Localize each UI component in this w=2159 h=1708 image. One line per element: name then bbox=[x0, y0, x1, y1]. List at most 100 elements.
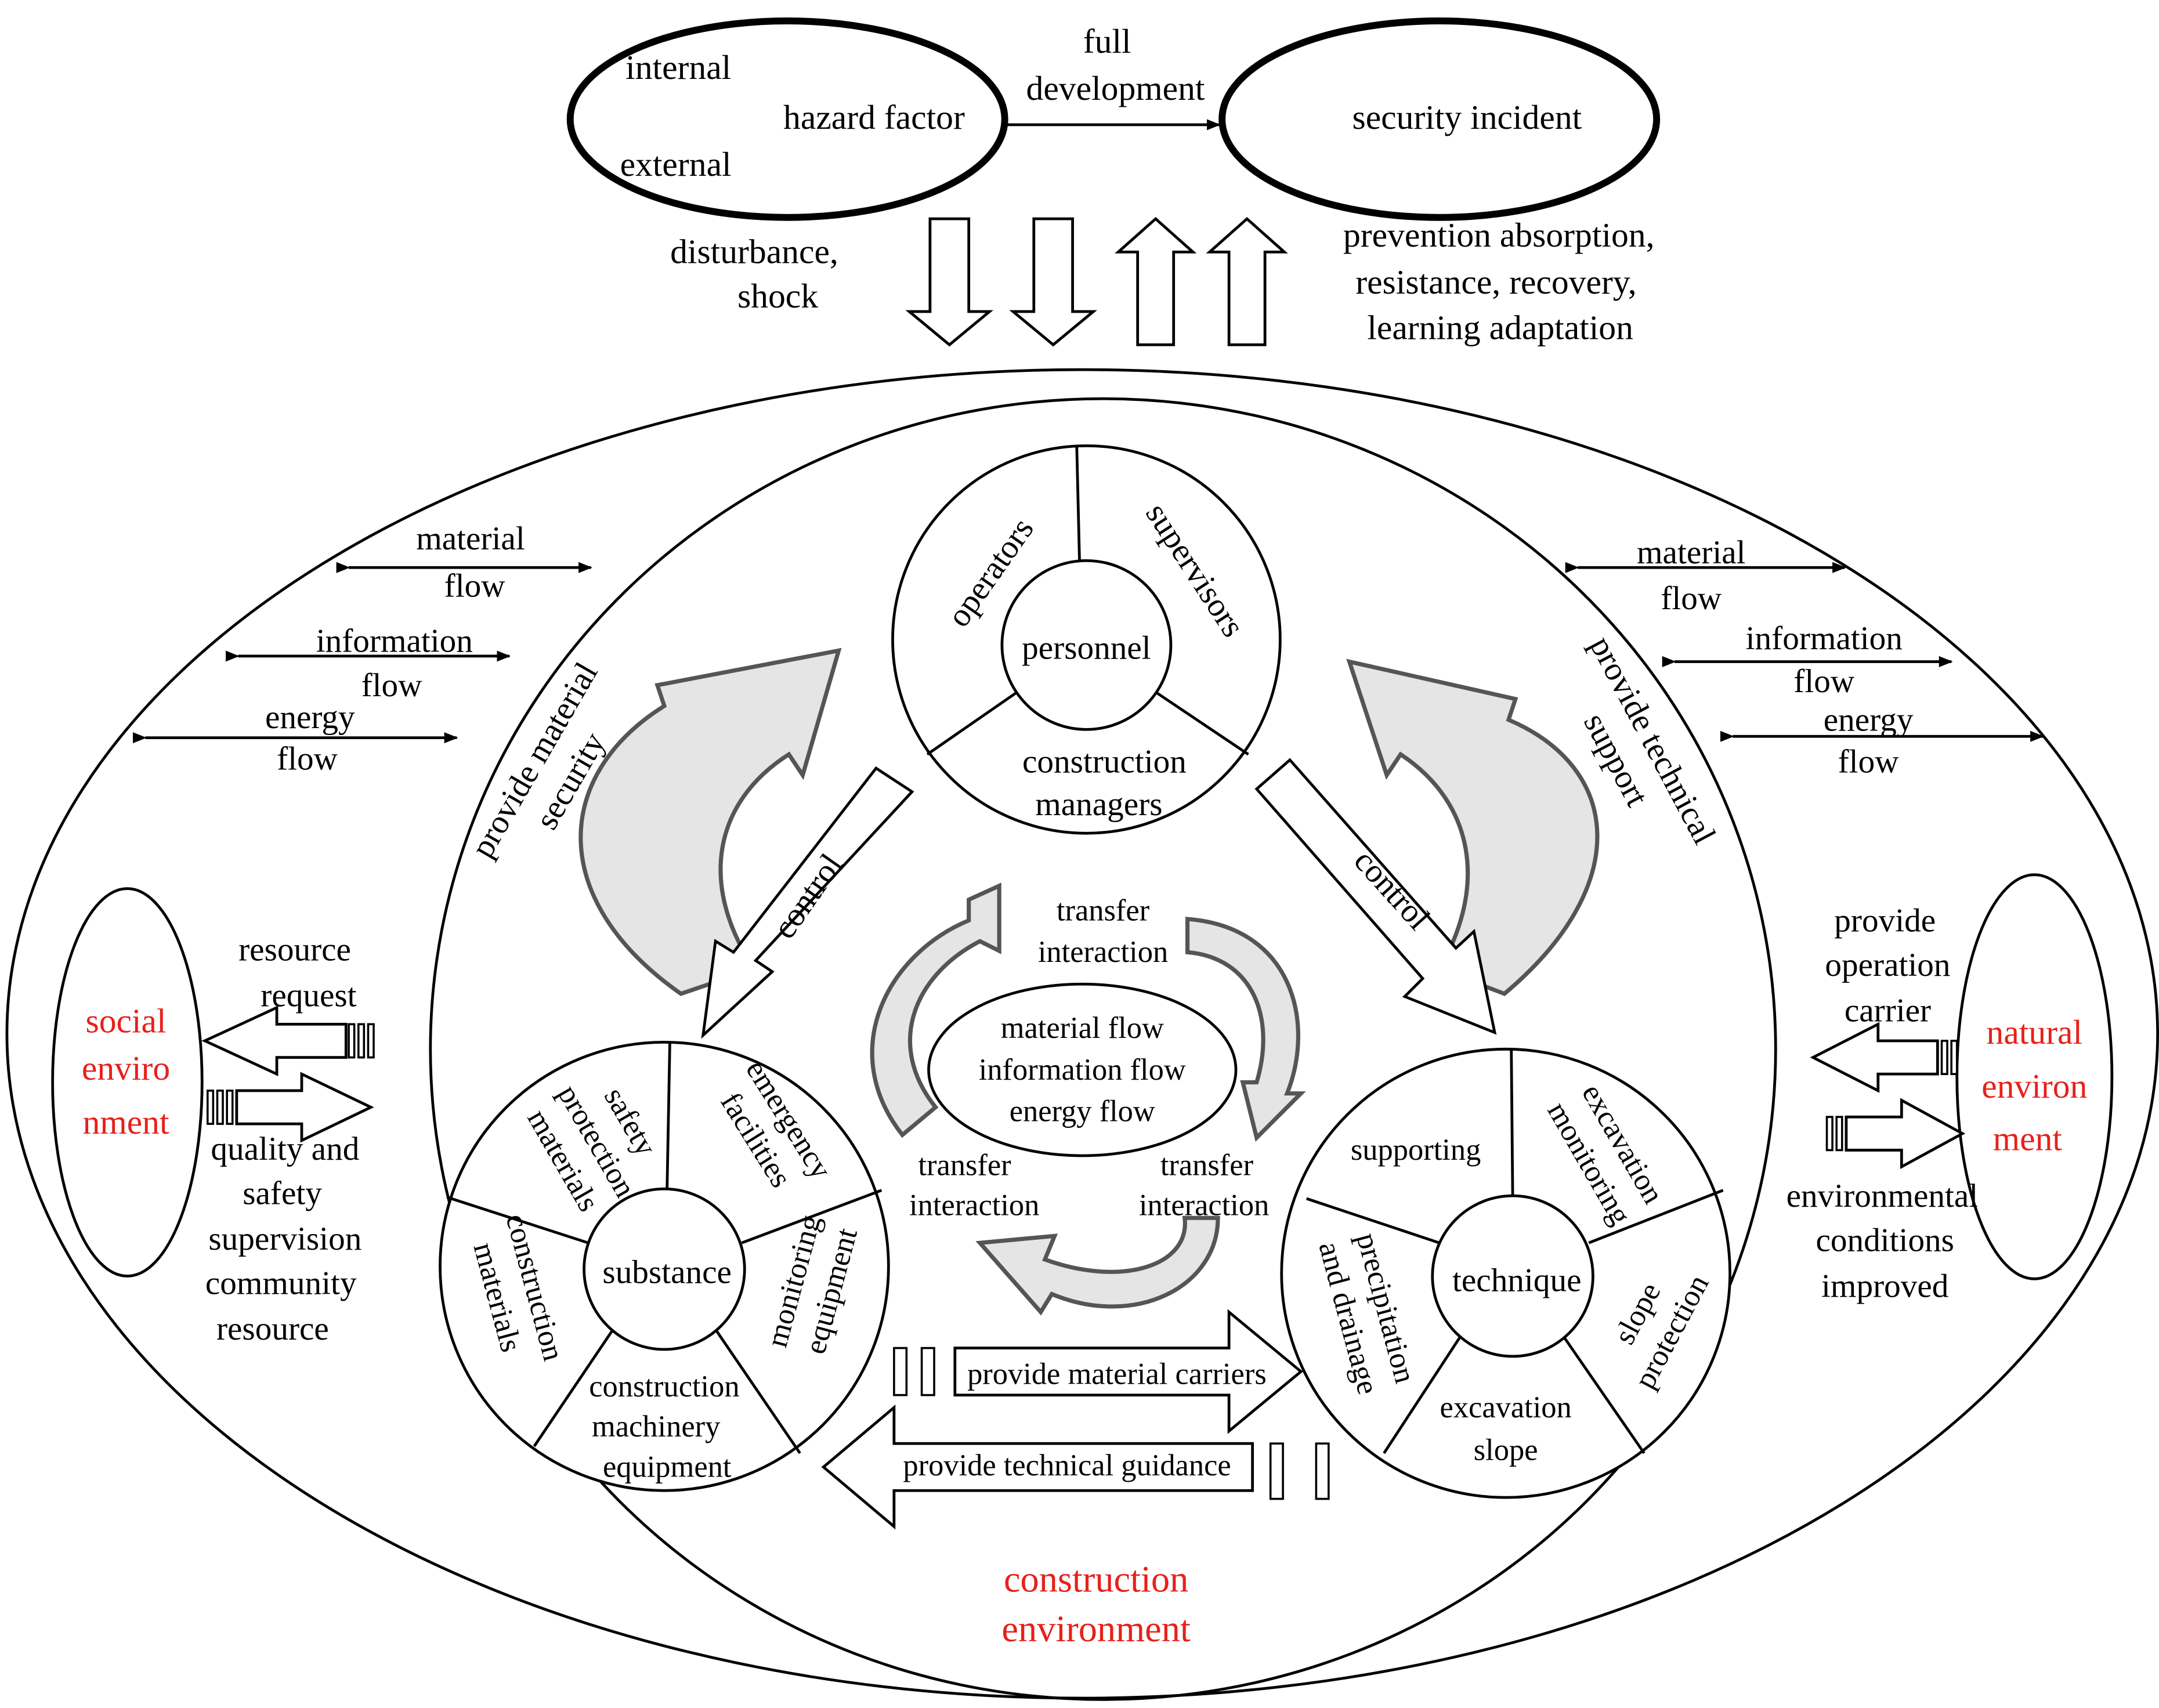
energy-flow-left-label-2: flow bbox=[277, 740, 338, 777]
managers-label-2: managers bbox=[1035, 786, 1162, 823]
excavation-slope-label-2: slope bbox=[1474, 1434, 1538, 1467]
construction-environment-ellipse bbox=[429, 397, 1777, 1701]
substance-divider-right bbox=[741, 1189, 883, 1244]
natural-environment-label-2: environ bbox=[1981, 1067, 2087, 1105]
conditions-improved-label-1: environmental bbox=[1786, 1178, 1979, 1214]
social-supply-tail-1 bbox=[206, 1090, 215, 1125]
technique-core bbox=[1431, 1194, 1594, 1358]
information-flow-right-label-1: information bbox=[1746, 620, 1903, 657]
personnel-divider-right bbox=[1155, 690, 1249, 756]
construction-environment-label-2: environment bbox=[1001, 1608, 1191, 1649]
resource-request-label-1: resource bbox=[238, 932, 351, 968]
substance-center-label: substance bbox=[602, 1254, 732, 1290]
energy-flow-left-label-1: energy bbox=[265, 699, 355, 736]
social-supply-label-3: supervision bbox=[208, 1221, 361, 1257]
core-flow-ellipse bbox=[927, 982, 1238, 1157]
transfer-left-label-2: interaction bbox=[909, 1189, 1039, 1222]
transfer-top-label-2: interaction bbox=[1038, 935, 1168, 969]
construction-environment-label-1: construction bbox=[1004, 1558, 1188, 1600]
conditions-improved-label-3: improved bbox=[1821, 1268, 1948, 1304]
supporting-label: supporting bbox=[1351, 1133, 1481, 1167]
natural-environment-label-1: natural bbox=[1987, 1013, 2083, 1051]
material-flow-left-label-1: material bbox=[416, 520, 525, 557]
personnel-divider-left bbox=[926, 690, 1018, 756]
operation-carrier-label-3: carrier bbox=[1845, 993, 1931, 1029]
full-label: full bbox=[1083, 22, 1131, 60]
resource-request-tail-3 bbox=[367, 1023, 375, 1059]
conditions-improved-tail-2 bbox=[1835, 1116, 1843, 1152]
technical-guidance-tail-2 bbox=[1315, 1442, 1330, 1500]
social-environment-label-3: nment bbox=[83, 1103, 169, 1141]
social-supply-tail-2 bbox=[216, 1090, 224, 1125]
personnel-center-label: personnel bbox=[1022, 630, 1151, 667]
technique-center-label: technique bbox=[1452, 1262, 1581, 1299]
hazard-factor-ellipse bbox=[566, 17, 1008, 221]
control-arrow-left bbox=[701, 766, 914, 1039]
managers-label-1: construction bbox=[1022, 743, 1187, 780]
social-supply-label-5: resource bbox=[216, 1311, 329, 1347]
substance-divider-bottom-right bbox=[715, 1330, 801, 1454]
material-carriers-tail-2 bbox=[920, 1347, 935, 1396]
natural-environment-label-3: ment bbox=[1993, 1119, 2063, 1157]
response-arrow-1 bbox=[1115, 216, 1197, 346]
shock-label: shock bbox=[737, 277, 818, 315]
social-supply-arrow bbox=[235, 1072, 374, 1143]
internal-label: internal bbox=[625, 48, 731, 86]
core-curved-arrow-right bbox=[1185, 917, 1306, 1142]
technical-guidance-arrow bbox=[821, 1404, 1254, 1530]
operation-carrier-tail-1 bbox=[1940, 1040, 1948, 1076]
substance-divider-left bbox=[446, 1196, 589, 1244]
social-supply-label-1: quality and bbox=[211, 1131, 359, 1167]
technique-divider-bottom-left bbox=[1383, 1336, 1462, 1454]
information-flow-right-label-2: flow bbox=[1793, 663, 1855, 700]
development-label: development bbox=[1026, 69, 1205, 107]
response-label-2: resistance, recovery, bbox=[1355, 263, 1636, 301]
response-label-1: prevention absorption, bbox=[1343, 216, 1655, 254]
technique-divider-left bbox=[1305, 1197, 1440, 1244]
operation-carrier-label-1: provide bbox=[1834, 903, 1936, 939]
disturbance-arrow-2 bbox=[1009, 217, 1097, 347]
operation-carrier-label-2: operation bbox=[1825, 947, 1950, 983]
hazard-factor-label: hazard factor bbox=[783, 98, 965, 136]
security-incident-label: security incident bbox=[1352, 98, 1582, 136]
technical-guidance-label: provide technical guidance bbox=[903, 1449, 1231, 1482]
material-security-curved-arrow bbox=[578, 647, 842, 996]
control-arrow-right bbox=[1254, 758, 1497, 1035]
machinery-label-1: construction bbox=[589, 1370, 739, 1403]
transfer-left-label-1: transfer bbox=[918, 1148, 1011, 1182]
operation-carrier-tail-2 bbox=[1950, 1040, 1958, 1076]
social-environment-ellipse bbox=[51, 887, 204, 1278]
response-label-3: learning adaptation bbox=[1367, 309, 1633, 347]
response-arrow-2 bbox=[1206, 216, 1288, 346]
energy-flow-right-label-2: flow bbox=[1838, 743, 1900, 780]
technique-divider-bottom-right bbox=[1563, 1336, 1646, 1454]
energy-flow-right-label-1: energy bbox=[1824, 702, 1914, 739]
resource-request-tail-2 bbox=[357, 1023, 366, 1059]
social-supply-label-4: community bbox=[205, 1265, 357, 1302]
material-carriers-label: provide material carriers bbox=[967, 1358, 1267, 1391]
security-incident-ellipse bbox=[1218, 17, 1661, 221]
transfer-right-label-1: transfer bbox=[1160, 1148, 1254, 1182]
core-energy-flow-label: energy flow bbox=[1010, 1094, 1155, 1128]
technique-divider-right bbox=[1588, 1189, 1724, 1244]
information-flow-left-label-2: flow bbox=[361, 667, 423, 704]
natural-environment-ellipse bbox=[1955, 873, 2114, 1280]
transfer-top-label-1: transfer bbox=[1057, 893, 1150, 927]
material-carriers-tail-1 bbox=[893, 1347, 908, 1396]
core-material-flow-label: material flow bbox=[1001, 1011, 1164, 1045]
resource-request-tail-1 bbox=[348, 1023, 356, 1059]
disturbance-label: disturbance, bbox=[670, 232, 838, 270]
material-flow-right-label-1: material bbox=[1637, 534, 1746, 571]
core-curved-arrow-top-left bbox=[870, 882, 1001, 1138]
material-flow-left-label-2: flow bbox=[444, 567, 506, 604]
personnel-core bbox=[1000, 559, 1173, 731]
social-environment-label-2: enviro bbox=[82, 1049, 170, 1087]
conditions-improved-label-2: conditions bbox=[1816, 1222, 1954, 1259]
excavation-slope-label-1: excavation bbox=[1440, 1391, 1572, 1424]
material-carriers-arrow bbox=[953, 1309, 1303, 1434]
technical-guidance-tail-1 bbox=[1269, 1442, 1284, 1500]
substance-divider-bottom-left bbox=[533, 1330, 613, 1448]
material-flow-right-label-2: flow bbox=[1661, 580, 1722, 617]
social-supply-tail-3 bbox=[226, 1090, 234, 1125]
machinery-label-3: equipment bbox=[603, 1450, 732, 1483]
